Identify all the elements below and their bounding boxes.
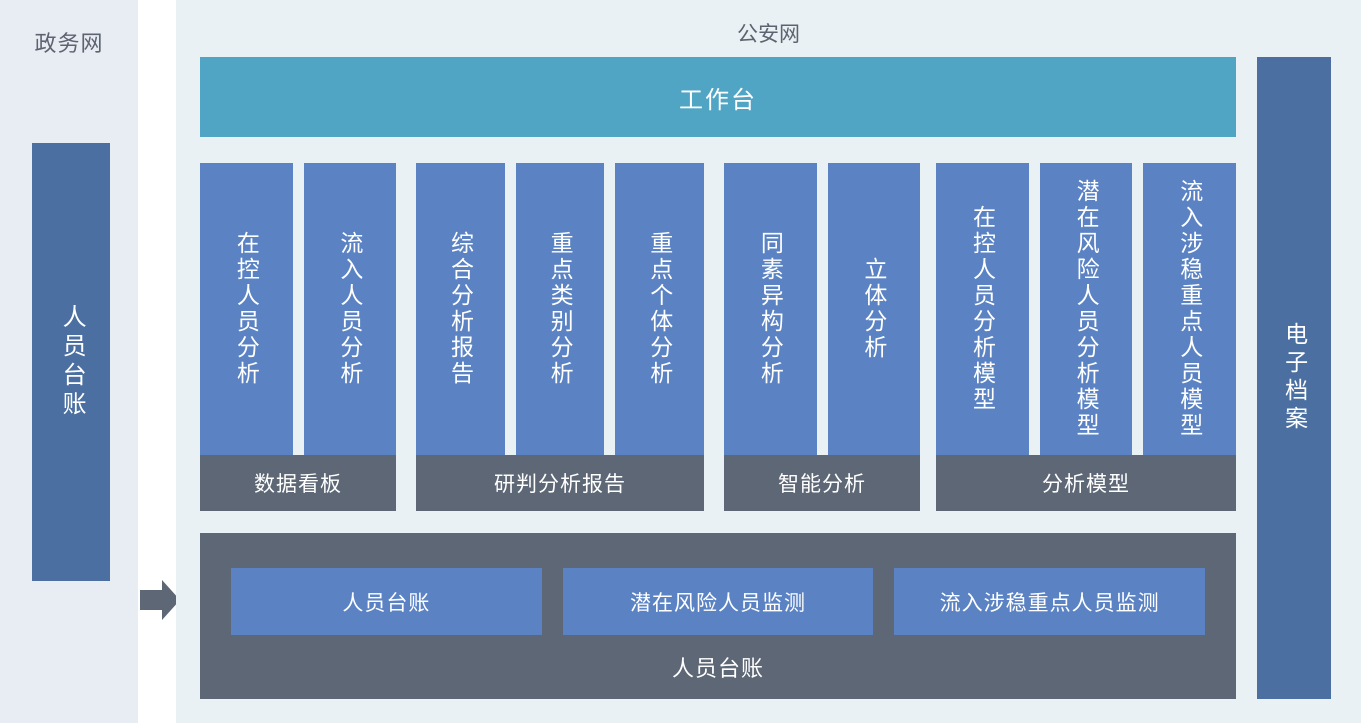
workbench-label: 工作台 — [679, 86, 757, 114]
group-intelligent-analysis: 同素异构分析 立体分析 智能分析 — [724, 163, 920, 511]
capability-column[interactable]: 综合分析报告 — [416, 163, 505, 455]
capability-label: 立体分析 — [860, 257, 887, 361]
capability-column[interactable]: 重点类别分析 — [515, 163, 605, 455]
capability-groups: 在控人员分析 流入人员分析 数据看板 综合分析报告 重点类别 — [200, 163, 1236, 511]
capability-label: 重点个体分析 — [646, 231, 673, 387]
ledger-card-list: 人员台账 潜在风险人员监测 流入涉稳重点人员监测 — [231, 568, 1206, 635]
group-judgment-analysis-report: 综合分析报告 重点类别分析 重点个体分析 研判分析报告 — [416, 163, 704, 511]
capability-column[interactable]: 重点个体分析 — [615, 163, 704, 455]
capability-label: 同素异构分析 — [757, 231, 784, 387]
group-columns: 综合分析报告 重点类别分析 重点个体分析 — [416, 163, 704, 455]
capability-column[interactable]: 流入涉稳重点人员模型 — [1143, 163, 1236, 455]
group-footer-label: 分析模型 — [1042, 473, 1130, 496]
group-footer[interactable]: 研判分析报告 — [416, 455, 704, 511]
group-footer[interactable]: 智能分析 — [724, 455, 920, 511]
capability-column[interactable]: 立体分析 — [827, 163, 920, 455]
capability-column[interactable]: 潜在风险人员分析模型 — [1039, 163, 1133, 455]
group-footer[interactable]: 分析模型 — [936, 455, 1236, 511]
capability-column[interactable]: 流入人员分析 — [303, 163, 396, 455]
capability-label: 在控人员分析模型 — [969, 205, 996, 413]
ledger-card[interactable]: 人员台账 — [231, 568, 542, 635]
electronic-archive-box[interactable]: 电子档案 — [1257, 57, 1331, 699]
police-network-panel: 公安网 工作台 在控人员分析 流入人员分析 数据看板 — [176, 0, 1361, 723]
capability-column[interactable]: 在控人员分析模型 — [936, 163, 1029, 455]
arrow-right-icon — [138, 576, 182, 624]
ledger-card-label: 潜在风险人员监测 — [630, 591, 806, 615]
capability-label: 潜在风险人员分析模型 — [1073, 179, 1100, 439]
gov-personnel-ledger-label: 人员台账 — [58, 304, 86, 420]
gov-personnel-ledger-box[interactable]: 人员台账 — [32, 143, 110, 581]
group-footer-label: 研判分析报告 — [494, 473, 626, 496]
group-footer-label: 数据看板 — [254, 473, 342, 496]
capability-label: 流入人员分析 — [336, 231, 363, 387]
capability-column[interactable]: 同素异构分析 — [724, 163, 817, 455]
capability-label: 在控人员分析 — [233, 231, 260, 387]
personnel-ledger-band: 人员台账 潜在风险人员监测 流入涉稳重点人员监测 人员台账 — [200, 533, 1236, 699]
police-network-title: 公安网 — [737, 23, 800, 46]
group-footer[interactable]: 数据看板 — [200, 455, 396, 511]
government-network-panel: 政务网 人员台账 — [0, 0, 180, 723]
ledger-card-label: 人员台账 — [342, 591, 431, 615]
group-data-dashboard: 在控人员分析 流入人员分析 数据看板 — [200, 163, 396, 511]
government-network-title: 政务网 — [34, 31, 104, 56]
ledger-card[interactable]: 潜在风险人员监测 — [562, 568, 874, 635]
group-footer-label: 智能分析 — [778, 473, 866, 496]
ledger-card[interactable]: 流入涉稳重点人员监测 — [894, 568, 1206, 635]
ledger-band-label: 人员台账 — [671, 656, 764, 681]
electronic-archive-label: 电子档案 — [1281, 322, 1308, 434]
group-columns: 同素异构分析 立体分析 — [724, 163, 920, 455]
capability-label: 综合分析报告 — [447, 231, 474, 387]
group-columns: 在控人员分析 流入人员分析 — [200, 163, 396, 455]
ledger-card-label: 流入涉稳重点人员监测 — [939, 591, 1160, 615]
capability-label: 重点类别分析 — [547, 231, 574, 387]
group-columns: 在控人员分析模型 潜在风险人员分析模型 流入涉稳重点人员模型 — [936, 163, 1236, 455]
group-analysis-model: 在控人员分析模型 潜在风险人员分析模型 流入涉稳重点人员模型 分析模型 — [936, 163, 1236, 511]
capability-label: 流入涉稳重点人员模型 — [1176, 179, 1203, 439]
workbench-bar[interactable]: 工作台 — [200, 57, 1236, 137]
capability-column[interactable]: 在控人员分析 — [200, 163, 293, 455]
